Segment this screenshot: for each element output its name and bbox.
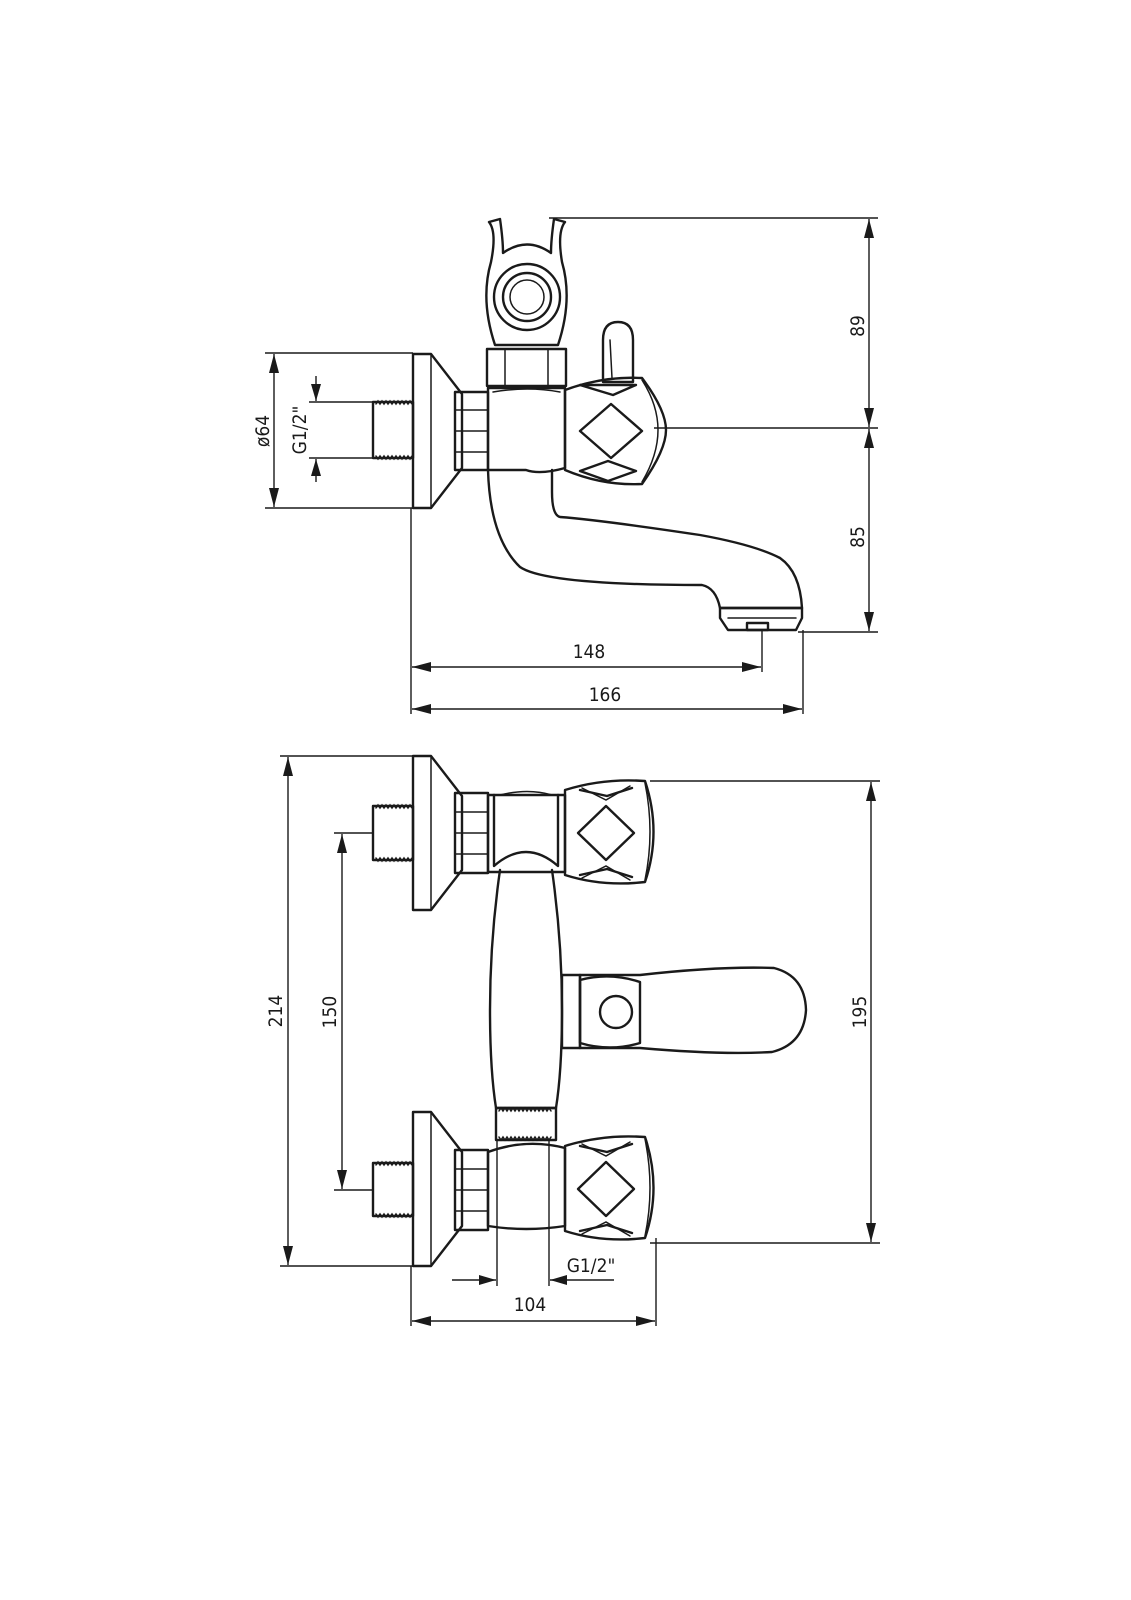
dim-height-top: 89 — [549, 217, 878, 429]
dim-label-214: 214 — [265, 995, 287, 1028]
side-diverter-lever — [601, 320, 635, 384]
dim-handle-span: 195 — [650, 780, 880, 1244]
dim-overall-height: 214 — [265, 755, 413, 1267]
dim-overall-depth: 166 — [412, 630, 804, 714]
dim-label-89: 89 — [847, 315, 869, 337]
dim-label-85: 85 — [847, 526, 869, 548]
dim-label-150: 150 — [319, 996, 341, 1029]
dim-front-depth: 104 — [410, 1238, 657, 1326]
side-mixer-body — [486, 386, 567, 474]
dim-outlet-thread: G1/2" — [452, 1140, 615, 1286]
dim-label-inlet-thread: G1/2" — [289, 406, 311, 455]
dim-label-104: 104 — [514, 1294, 547, 1316]
dim-label-flange: ø64 — [252, 415, 274, 447]
side-view: 89 85 ø64 G1/2" — [252, 217, 878, 714]
front-diverter-lever — [560, 966, 808, 1055]
side-inlet-thread — [371, 399, 415, 461]
front-lower-body — [486, 1142, 567, 1231]
front-lower-inlet — [371, 1160, 415, 1219]
dim-inlet-thread: G1/2" — [289, 376, 373, 482]
front-upper-inlet — [371, 803, 415, 863]
dim-label-outlet-thread: G1/2" — [567, 1255, 616, 1277]
front-upper-flange — [411, 754, 464, 912]
dim-spout-reach: 148 — [410, 508, 763, 714]
front-lower-nut — [453, 1148, 490, 1232]
front-upper-handle — [563, 779, 655, 885]
side-spout — [486, 468, 804, 632]
dim-inlet-spacing: 150 — [319, 832, 373, 1191]
front-upper-nut — [453, 791, 490, 875]
front-shower-column — [488, 868, 564, 1142]
side-hex-nut — [453, 390, 490, 472]
side-handle — [563, 376, 668, 486]
dim-label-148: 148 — [573, 641, 606, 663]
front-view: 214 150 195 G1/2" — [265, 754, 880, 1326]
dim-height-spout: 85 — [798, 429, 878, 633]
dim-label-195: 195 — [849, 996, 871, 1029]
side-top-nut — [485, 347, 568, 388]
front-upper-body — [486, 790, 567, 874]
dim-label-166: 166 — [589, 684, 622, 706]
dim-flange-diameter: ø64 — [252, 352, 413, 509]
side-shower-holder — [485, 217, 568, 347]
front-lower-handle — [563, 1135, 655, 1241]
